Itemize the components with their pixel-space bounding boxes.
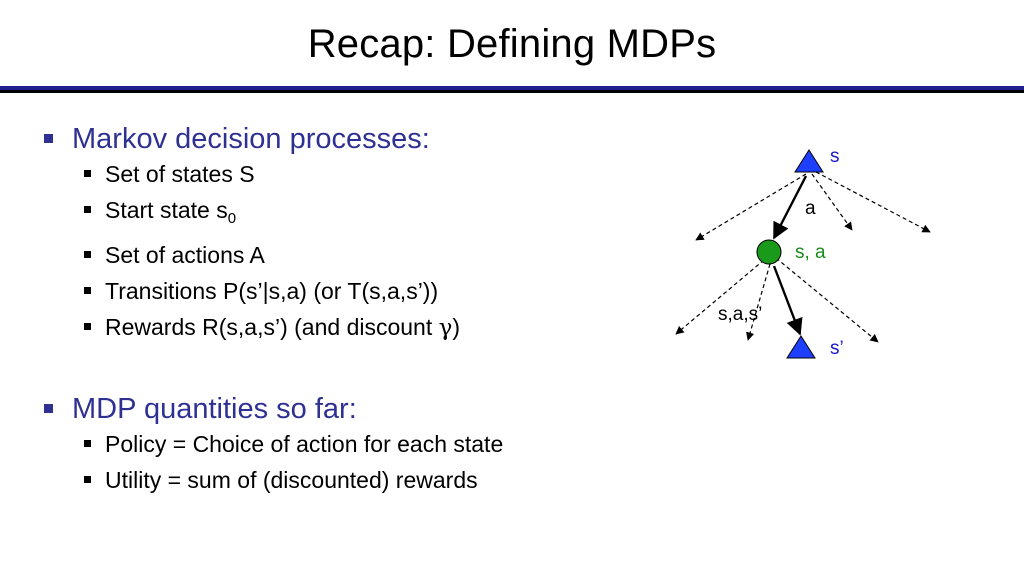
next-state-label: s’ <box>830 338 844 359</box>
bullet-heading-quantities: MDP quantities so far: <box>44 392 503 426</box>
state-triangle-icon <box>794 149 824 173</box>
item-text: Set of actions A <box>105 242 265 268</box>
slide-title: Recap: Defining MDPs <box>307 22 717 66</box>
action-label: a <box>805 198 816 219</box>
dashed-edge <box>811 173 853 231</box>
square-bullet-icon <box>84 287 91 294</box>
mdp-expectimax-diagram: s a s, a s,a,s’ s’ <box>675 146 931 359</box>
bullet-item-actions: Set of actions A <box>84 237 460 273</box>
square-bullet-icon <box>44 134 53 143</box>
gamma-symbol: γ <box>438 315 453 341</box>
bullet-item-transitions: Transitions P(s’|s,a) (or T(s,a,s’)) <box>84 273 460 309</box>
item-text: Rewards R(s,a,s’) (and discount γ) <box>105 314 461 341</box>
state-label: s <box>830 146 840 167</box>
bullet-item-policy: Policy = Choice of action for each state <box>84 426 503 462</box>
qstate-circle-icon <box>756 239 782 265</box>
title-rule-black <box>0 90 1024 93</box>
item-text: Policy = Choice of action for each state <box>105 431 504 457</box>
item-text: Set of states S <box>105 161 255 187</box>
dashed-edge <box>746 263 771 341</box>
transition-label: s,a,s’ <box>718 304 762 325</box>
action-edge <box>772 175 808 240</box>
square-bullet-icon <box>84 170 91 177</box>
next-state-triangle-icon <box>786 335 816 359</box>
subscript: 0 <box>227 210 237 227</box>
section-mdp: Markov decision processes: Set of states… <box>44 122 460 346</box>
dashed-edge <box>815 171 931 233</box>
square-bullet-icon <box>44 404 53 413</box>
dashed-edge <box>675 259 765 335</box>
square-bullet-icon <box>84 206 91 213</box>
transition-edge <box>772 265 803 336</box>
bullet-heading-mdp: Markov decision processes: <box>44 122 460 156</box>
section-quantities: MDP quantities so far: Policy = Choice o… <box>44 392 503 498</box>
heading-text: Markov decision processes: <box>72 123 430 155</box>
qstate-label: s, a <box>795 242 826 263</box>
dashed-edge <box>695 173 807 241</box>
square-bullet-icon <box>84 476 91 483</box>
heading-text: MDP quantities so far: <box>72 393 357 425</box>
bullet-item-start-state: Start state s0 <box>84 192 460 237</box>
square-bullet-icon <box>84 251 91 258</box>
bullet-item-utility: Utility = sum of (discounted) rewards <box>84 462 503 498</box>
title-rule-blue <box>0 86 1024 90</box>
square-bullet-icon <box>84 440 91 447</box>
bullet-item-rewards: Rewards R(s,a,s’) (and discount γ) <box>84 309 460 346</box>
item-text: Utility = sum of (discounted) rewards <box>105 467 478 493</box>
item-text: Transitions P(s’|s,a) (or T(s,a,s’)) <box>105 278 439 304</box>
dashed-edge <box>775 257 879 343</box>
square-bullet-icon <box>84 323 91 330</box>
bullet-item-states: Set of states S <box>84 156 460 192</box>
item-text: Start state s0 <box>105 197 237 227</box>
